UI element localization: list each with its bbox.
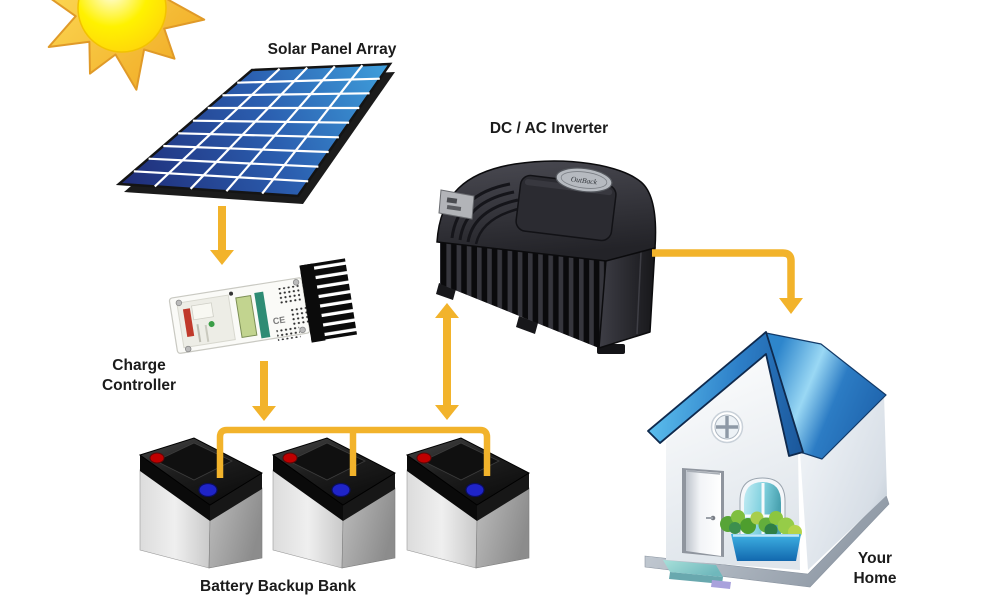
inverter-side-panel [598,246,656,349]
house-icon [644,331,890,589]
battery-bank-label: Battery Backup Bank [200,578,356,595]
controller-green-strip [254,291,271,339]
inverter-icon: OutBack [436,160,657,354]
solar-panel-label: Solar Panel Array [267,41,397,58]
inverter-cooling-fins [440,238,606,348]
arrow-inverter-battery-double [435,303,459,420]
round-window [710,410,744,444]
controller-red-wire [182,308,195,338]
controller-vent-dots [276,325,301,341]
sun-disc [77,0,167,53]
inverter-connector-plate [438,189,475,220]
inverter-label: DC / AC Inverter [489,120,609,137]
battery [139,437,263,569]
house-base [644,494,890,588]
inverter-foot [516,316,538,334]
flower-box [731,534,801,561]
flower-box-plants [720,510,802,539]
charge-controller-label: Charge Controller [101,357,177,394]
controller-led [208,321,215,328]
arrow-controller-to-battery [252,361,276,421]
battery-bus-wire [216,426,491,478]
charge-controller-icon: CE [168,258,357,354]
battery-bank-icon [139,437,530,569]
controller-vent-dots [277,284,302,305]
battery [406,437,530,569]
controller-label-card [191,302,214,321]
inverter-brand-badge: OutBack [555,167,613,193]
controller-vent-dots [289,305,310,326]
home-label: Your Home [853,550,897,587]
sun-icon [47,0,206,91]
doormat [663,560,731,589]
controller-ce-mark: CE [272,315,286,327]
arrow-panel-to-controller [210,206,234,265]
arrow-inverter-to-home [652,249,803,314]
house-gable-roof-edge [647,331,804,457]
battery [272,437,396,569]
controller-lcd-display [235,295,258,339]
controller-heatsink-fins [299,258,357,342]
solar-panel-grid [133,64,380,195]
inverter-badge-text: OutBack [570,174,598,186]
house-door [682,468,724,557]
solar-panel-icon [115,62,395,204]
